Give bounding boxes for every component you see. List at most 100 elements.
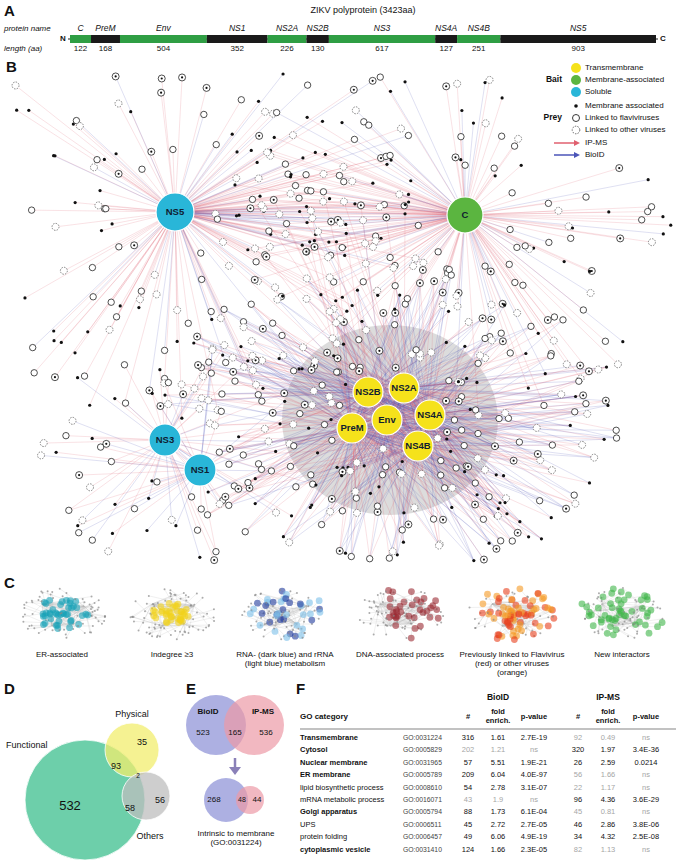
prey-dot xyxy=(386,555,392,561)
prey-dot xyxy=(290,368,296,374)
prey-dot xyxy=(536,498,542,504)
prey-dot xyxy=(261,387,264,390)
prey-dot xyxy=(454,80,461,87)
prey-dot xyxy=(459,158,462,161)
prey-dot xyxy=(113,397,116,400)
interaction-line xyxy=(79,470,200,533)
interaction-line xyxy=(465,212,609,215)
prey-dot xyxy=(362,240,369,247)
prey-dot xyxy=(391,322,397,328)
prey-dot xyxy=(253,381,260,388)
prey-dot xyxy=(103,158,106,161)
prey-dot xyxy=(472,559,475,562)
prey-dot xyxy=(344,223,347,226)
prey-dot xyxy=(232,378,238,384)
prey-dot xyxy=(250,149,253,152)
prey-dot xyxy=(661,215,664,218)
prey-dot xyxy=(38,452,45,459)
prey-dot xyxy=(502,410,509,417)
prey-dot xyxy=(413,347,419,353)
prey-dot xyxy=(374,287,381,294)
prey-dot xyxy=(494,174,497,177)
prey-dot xyxy=(206,359,212,365)
prey-center xyxy=(330,221,332,223)
prey-dot xyxy=(387,152,393,158)
prey-dot xyxy=(613,427,619,433)
prey-dot xyxy=(505,512,508,515)
prey-dot xyxy=(501,96,504,99)
prey-dot xyxy=(497,507,500,510)
prey-dot xyxy=(210,318,213,321)
prey-dot xyxy=(240,363,247,370)
prey-dot xyxy=(217,315,224,322)
prey-dot xyxy=(196,405,203,412)
protein-segment xyxy=(500,35,656,43)
prey-dot xyxy=(213,141,219,147)
prey-dot xyxy=(377,485,380,488)
prey-dot xyxy=(374,503,380,509)
prey-dot xyxy=(28,207,34,213)
prey-dot xyxy=(255,391,261,397)
prey-dot xyxy=(569,424,572,427)
prey-dot xyxy=(94,156,100,162)
prey-dot xyxy=(336,402,342,408)
protein-segment xyxy=(268,35,307,43)
prey-dot xyxy=(221,306,227,312)
prey-dot xyxy=(398,470,405,477)
prey-dot xyxy=(221,353,224,356)
prey-dot xyxy=(305,205,308,208)
prey-dot xyxy=(472,480,478,486)
prey-dot xyxy=(376,294,379,297)
prey-dot xyxy=(371,182,374,185)
prey-dot xyxy=(165,401,172,408)
prey-dot xyxy=(307,427,310,430)
prey-dot xyxy=(268,468,274,474)
prey-dot xyxy=(345,232,348,235)
prey-dot xyxy=(221,342,228,349)
prey-dot xyxy=(382,464,388,470)
prey-dot xyxy=(289,132,296,139)
prey-center xyxy=(232,371,234,373)
prey-dot xyxy=(472,407,478,413)
prey-center xyxy=(394,312,396,314)
prey-dot xyxy=(301,156,304,159)
prey-dot xyxy=(170,146,176,152)
prey-dot xyxy=(151,271,158,278)
prey-dot xyxy=(258,195,261,198)
prey-dot xyxy=(326,393,333,400)
prey-dot xyxy=(574,395,577,398)
prey-dot xyxy=(448,272,454,278)
prey-center xyxy=(248,487,250,489)
prey-dot xyxy=(73,351,76,354)
prey-dot xyxy=(296,195,302,201)
prey-dot xyxy=(379,472,385,478)
prey-dot xyxy=(475,430,481,436)
prey-dot xyxy=(412,255,419,262)
prey-dot xyxy=(366,122,372,128)
prey-dot xyxy=(273,136,276,139)
prey-dot xyxy=(502,474,505,477)
prey-dot xyxy=(237,435,240,438)
prey-dot xyxy=(115,100,122,107)
prey-dot xyxy=(369,492,372,495)
prey-dot xyxy=(481,466,488,473)
prey-dot xyxy=(669,224,672,227)
prey-dot xyxy=(280,352,287,359)
prey-dot xyxy=(319,293,322,296)
prey-dot xyxy=(591,454,598,461)
prey-dot xyxy=(52,339,55,342)
prey-dot xyxy=(60,341,63,344)
prey-dot xyxy=(106,326,113,333)
prey-dot xyxy=(204,512,210,518)
prey-dot xyxy=(100,229,103,232)
prey-dot xyxy=(333,340,340,347)
prey-dot xyxy=(360,279,366,285)
prey-dot xyxy=(344,552,347,555)
prey-center xyxy=(502,303,504,305)
prey-dot xyxy=(219,391,225,397)
prey-dot xyxy=(321,421,327,427)
prey-dot xyxy=(265,438,272,445)
prey-dot xyxy=(218,408,224,414)
prey-dot xyxy=(76,376,79,379)
prey-center xyxy=(341,471,343,473)
